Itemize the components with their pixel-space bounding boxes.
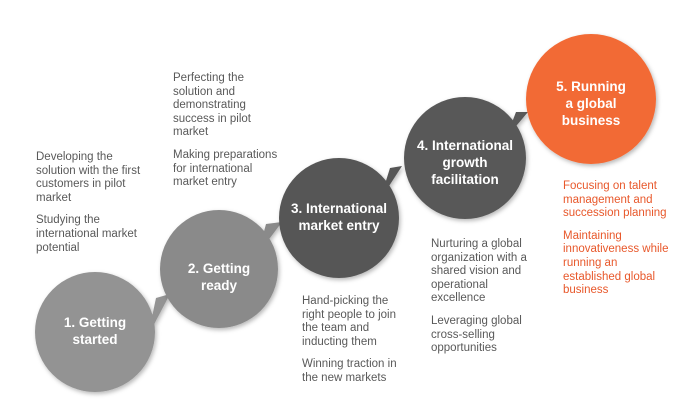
- step-3-label: 3. International market entry: [290, 201, 388, 233]
- step-4-label: 4. International growth facilitation: [416, 138, 514, 187]
- step-2-label: 2. Getting ready: [187, 261, 251, 293]
- step-4-notes: Nurturing a global organization with a s…: [431, 238, 561, 365]
- step-5-notes: Focusing on talent management and succes…: [563, 180, 691, 307]
- step-5-label: 5. Running a global business: [556, 79, 626, 128]
- step-3-note-2: Winning traction in the new markets: [302, 358, 397, 384]
- step-bubble-5: [526, 34, 656, 164]
- step-bubble-4: [404, 97, 528, 219]
- step-1-label: 1. Getting started: [63, 315, 127, 347]
- step-bubble-1: [35, 272, 170, 392]
- step-4-note-2: Leveraging global cross-selling opportun…: [431, 314, 522, 355]
- step-2-notes: Perfecting the solution and demonstratin…: [173, 72, 303, 199]
- step-1-note-2: Studying the international market potent…: [36, 214, 137, 254]
- step-bubble-3: [279, 158, 402, 278]
- step-5-note-1: Focusing on talent management and succes…: [563, 180, 667, 220]
- step-1-notes: Developing the solution with the first c…: [36, 151, 166, 264]
- step-3-note-1: Hand-picking the right people to join th…: [302, 295, 396, 348]
- step-2-note-2: Making preparations for international ma…: [173, 148, 278, 189]
- step-1-note-1: Developing the solution with the first c…: [36, 151, 141, 204]
- step-bubble-2: [160, 210, 282, 328]
- step-2-note-1: Perfecting the solution and demonstratin…: [173, 72, 251, 139]
- step-4-note-1: Nurturing a global organization with a s…: [431, 238, 527, 305]
- step-3-notes: Hand-picking the right people to join th…: [302, 295, 432, 395]
- step-5-note-2: Maintaining innovativeness while running…: [563, 229, 669, 297]
